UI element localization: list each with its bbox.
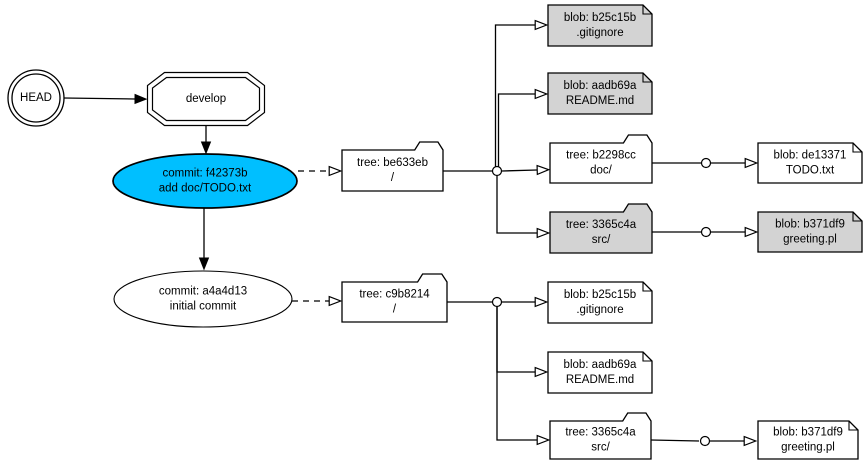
node-tree-c9b8214: tree: c9b8214 / [341,273,448,323]
outer-circle-shape [7,69,65,127]
node-label: tree: 3365c4a [565,427,636,439]
node-label: tree: c9b8214 [359,289,430,301]
note-fold-corner [852,212,862,222]
node-label: / [391,172,395,184]
tree-folder-shape [549,412,652,460]
note-fold-corner [642,73,652,83]
tree-folder-shape [341,273,448,323]
edge-branch-point-1-to-blob-b25c15b-top [494,19,549,167]
blob-note-shape [547,4,653,47]
node-label: .gitignore [576,27,623,39]
tree-folder-shape [549,134,653,184]
node-blob-b371df9-top: blob: b371df9 greeting.pl [757,211,863,253]
node-blob-b25c15b-bottom: blob: b25c15b .gitignore [547,281,653,324]
note-fold-corner [642,5,652,15]
node-tree-b2298cc: tree: b2298cc doc/ [549,134,653,184]
node-label: commit: f42373b [162,168,247,180]
node-tree-3365c4a-top: tree: 3365c4a src/ [549,203,653,254]
node-develop: develop [146,71,266,127]
edge-junction-dot-branch-point-1 [491,165,503,177]
tree-folder-shape [341,141,444,192]
node-label: doc/ [590,165,613,177]
node-label: README.md [566,374,634,386]
node-label: .gitignore [576,304,623,316]
node-label: add doc/TODO.txt [159,183,252,195]
edge-junction-dot-branch-point-2 [491,296,503,308]
node-head: HEAD [7,69,65,127]
edge-junction-dot-dot-src-top [700,226,712,238]
node-commit-a4a4d13: commit: a4a4d13 initial commit [113,270,293,328]
blob-note-shape [547,72,653,115]
edge-branch-point-1-to-blob-aadb69a-top [497,88,549,167]
outer-octagon-shape [146,71,266,127]
node-label: blob: aadb69a [564,80,638,92]
node-label: blob: b25c15b [564,12,636,24]
node-label: blob: b371df9 [775,219,845,231]
node-label: blob: de13371 [774,150,847,162]
edge-junction-dot-dot-doc [700,157,712,169]
node-label: develop [186,93,226,105]
node-label: blob: aadb69a [564,359,638,371]
note-fold-corner [848,421,858,431]
node-tree-3365c4a-bottom: tree: 3365c4a src/ [549,412,652,460]
node-label: tree: 3365c4a [566,219,637,231]
node-label: greeting.pl [783,234,837,246]
commit-ellipse-shape [113,270,293,328]
edge-branch-point-2-to-blob-aadb69a-bottom [496,307,549,378]
blob-note-shape [757,142,863,184]
edge-branch-point-1-to-tree-b2298cc [501,164,551,176]
blob-note-shape [757,420,859,460]
node-label: initial commit [170,301,237,313]
inner-circle-shape [11,73,61,123]
node-label: blob: b371df9 [773,427,843,439]
blob-note-shape [547,351,653,394]
edge-junction-dot-dot-src-bottom [699,435,711,447]
node-label: / [393,304,397,316]
tree-folder-shape [549,203,653,254]
edge-head-to-develop [63,93,148,105]
edge-tree-3365c4a-bottom-to-dot-src-bottom [650,439,700,442]
note-fold-corner [642,282,652,292]
node-tree-be633eb: tree: be633eb / [341,141,444,192]
edges-layer [63,19,759,447]
node-label: blob: b25c15b [564,289,636,301]
note-fold-corner [642,352,652,362]
node-label: commit: a4a4d13 [159,286,247,298]
node-blob-b371df9-bottom: blob: b371df9 greeting.pl [757,420,859,460]
note-fold-corner [852,143,862,153]
node-label: HEAD [20,92,52,104]
node-label: tree: b2298cc [566,150,636,162]
inner-octagon-shape [151,76,261,122]
node-commit-f42373b: commit: f42373b add doc/TODO.txt [112,153,298,209]
node-label: greeting.pl [781,442,835,454]
nodes-layer: HEAD develop commit: f42373b add doc/TODO.t… [7,4,863,460]
blob-note-shape [757,211,863,253]
node-label: TODO.txt [786,165,835,177]
node-label: src/ [592,234,611,246]
edge-branch-point-2-to-tree-3365c4a-bottom [496,307,551,446]
node-label: tree: be633eb [357,157,428,169]
node-label: src/ [591,442,610,454]
node-label: README.md [566,95,634,107]
edge-branch-point-1-to-tree-3365c4a-top [496,176,551,239]
blob-note-shape [547,281,653,324]
node-blob-b25c15b-top: blob: b25c15b .gitignore [547,4,653,47]
commit-ellipse-shape [112,153,298,209]
